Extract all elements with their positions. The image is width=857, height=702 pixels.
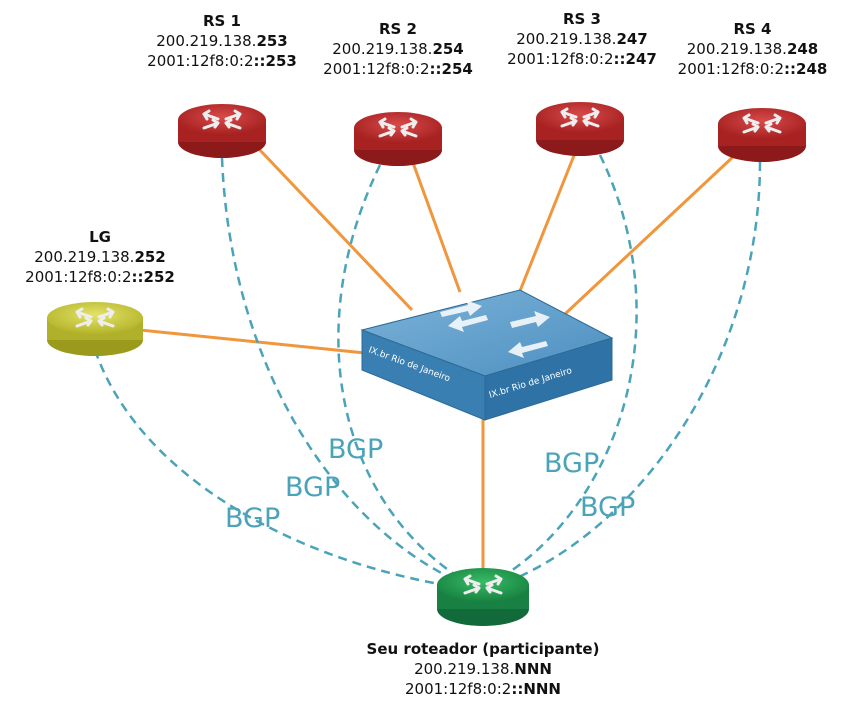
label-lg: LG 200.219.138.252 2001:12f8:0:2::252	[0, 228, 200, 287]
router-participant	[437, 568, 529, 626]
label-rs4: RS 4 200.219.138.248 2001:12f8:0:2::248	[650, 20, 855, 79]
ipv6-address: 2001:12f8:0:2::247	[507, 50, 657, 68]
switch-side-face	[484, 337, 613, 421]
node-name: RS 4	[733, 20, 772, 38]
link-lg-switch	[139, 328, 366, 355]
ipv4-address: 200.219.138.253	[156, 32, 288, 50]
switch-icon	[440, 300, 550, 358]
bgp-label: BGP	[328, 434, 383, 465]
label-rs1: RS 1 200.219.138.253 2001:12f8:0:2::253	[112, 12, 332, 71]
link-rs3-switch	[516, 152, 577, 297]
ipv4-address: 200.219.138.NNN	[414, 660, 552, 678]
ipv6-address: 2001:12f8:0:2::254	[323, 60, 473, 78]
bgp-labels: BGP BGP BGP BGP BGP	[225, 434, 635, 534]
ipv4-address: 200.219.138.247	[516, 30, 648, 48]
bgp-session-rs4	[511, 161, 762, 582]
ipv6-address: 2001:12f8:0:2::248	[677, 60, 828, 78]
node-name: RS 2	[378, 20, 417, 38]
bgp-label: BGP	[580, 492, 635, 523]
link-rs4-switch	[563, 153, 737, 316]
router-rs2	[354, 112, 442, 166]
bgp-session-rs3	[504, 154, 638, 577]
link-rs2-switch	[410, 159, 462, 293]
ipv6-address: 2001:12f8:0:2::253	[147, 52, 297, 70]
physical-links	[139, 146, 737, 568]
ipv4-address: 200.219.138.254	[332, 40, 464, 58]
router-lg	[47, 302, 143, 356]
ipv4-address: 200.219.138.248	[686, 40, 819, 58]
bgp-label: BGP	[225, 503, 280, 534]
ix-switch: IX.br Rio de Janeiro IX.br Rio de Janeir…	[360, 289, 614, 421]
ipv6-address: 2001:12f8:0:2::252	[25, 268, 175, 286]
link-rs1-switch	[256, 146, 414, 312]
ipv4-address: 200.219.138.252	[34, 248, 166, 266]
node-name: RS 1	[202, 12, 241, 30]
bgp-sessions	[93, 154, 762, 587]
bgp-session-rs1	[220, 157, 456, 582]
router-rs4	[718, 108, 806, 162]
router-rs3	[536, 102, 624, 156]
label-rs2: RS 2 200.219.138.254 2001:12f8:0:2::254	[288, 20, 508, 79]
label-participant: Seu roteador (participante) 200.219.138.…	[323, 640, 643, 699]
label-rs3: RS 3 200.219.138.247 2001:12f8:0:2::247	[472, 10, 692, 69]
ipv6-address: 2001:12f8:0:2::NNN	[404, 680, 561, 698]
bgp-session-lg	[93, 349, 446, 587]
node-name: Seu roteador (participante)	[366, 640, 600, 658]
node-name: LG	[89, 228, 111, 246]
bgp-label: BGP	[285, 472, 340, 503]
node-name: RS 3	[562, 10, 601, 28]
router-rs1	[178, 104, 266, 158]
bgp-session-rs2	[337, 164, 461, 580]
bgp-label: BGP	[544, 448, 599, 479]
